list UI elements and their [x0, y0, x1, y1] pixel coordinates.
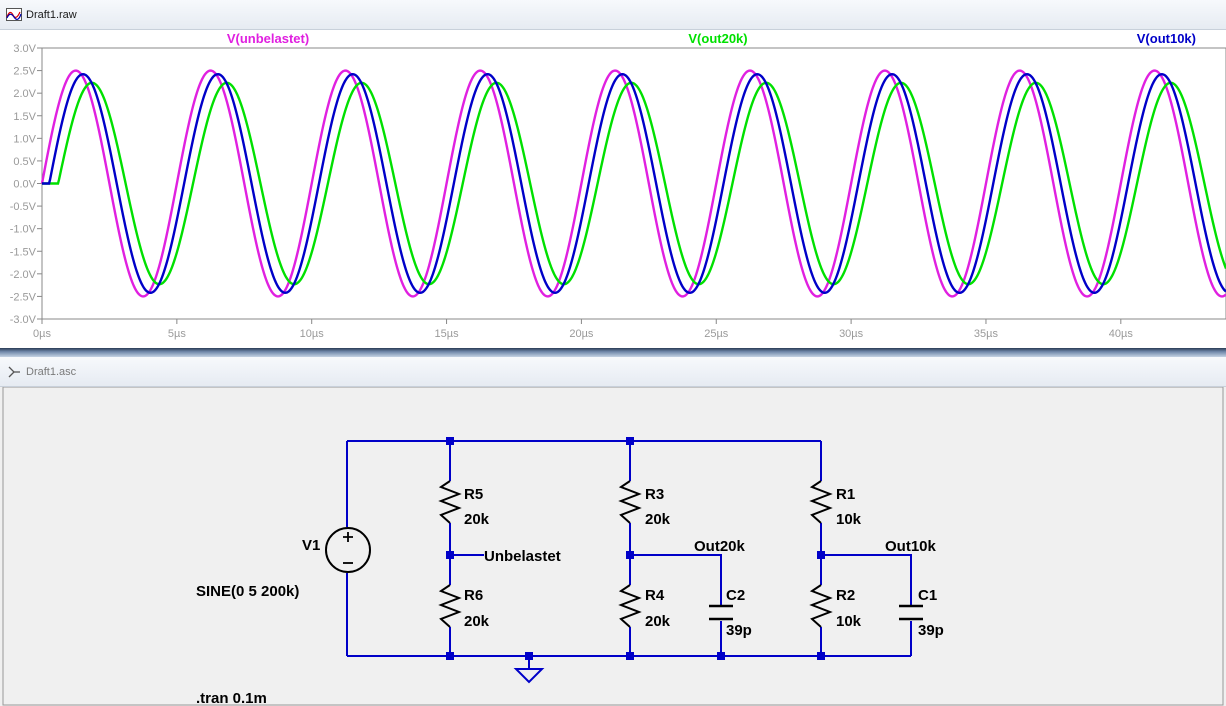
- resistor-r4[interactable]: [618, 584, 642, 628]
- x-tick-label: 10µs: [300, 328, 325, 340]
- r2-value: 10k: [836, 613, 862, 630]
- y-tick-label: -1.0V: [10, 224, 37, 236]
- x-tick-label: 35µs: [974, 328, 999, 340]
- wire-c2[interactable]: [630, 554, 722, 656]
- tran-directive[interactable]: .tran 0.1m: [196, 690, 267, 706]
- waveform-viewer-icon: [6, 8, 22, 21]
- x-tick-label: 30µs: [839, 328, 864, 340]
- resistor-r6[interactable]: [438, 584, 462, 628]
- capacitors[interactable]: [709, 604, 923, 621]
- r4-value: 20k: [645, 613, 671, 630]
- r1-value: 10k: [836, 511, 862, 528]
- legend-entry-v-out20k[interactable]: V(out20k): [688, 31, 747, 46]
- ground-icon[interactable]: [513, 668, 545, 684]
- y-tick-label: -1.5V: [10, 246, 37, 258]
- schematic-window[interactable]: Draft1.asc: [0, 357, 1226, 706]
- x-axis: 0µs 5µs 10µs 15µs 20µs 25µs 30µs 35µs 40µs: [33, 319, 1133, 340]
- junction: [626, 437, 634, 445]
- junction: [626, 652, 634, 660]
- y-tick-label: -3.0V: [10, 314, 37, 326]
- c1-value: 39p: [918, 622, 944, 639]
- x-tick-label: 25µs: [704, 328, 729, 340]
- schematic-editor-icon: [8, 366, 20, 378]
- y-tick-label: 2.5V: [13, 66, 36, 78]
- v1-name: V1: [302, 537, 320, 554]
- r3-name: R3: [645, 486, 664, 503]
- traces: [40, 69, 1226, 298]
- r6-name: R6: [464, 587, 483, 604]
- y-axis: 3.0V 2.5V 2.0V 1.5V 1.0V 0.5V 0.0V -0.5V -1.0V -1…: [10, 43, 42, 326]
- junction: [626, 551, 634, 559]
- schematic-canvas[interactable]: V1 SINE(0 5 200k) .tran 0.1m R5 20k R6 2…: [0, 387, 1226, 706]
- legend[interactable]: V(unbelastet) V(out20k) V(out10k): [227, 31, 1196, 46]
- waveform-plot[interactable]: 3.0V 2.5V 2.0V 1.5V 1.0V 0.5V 0.0V -0.5V -1.0V -1…: [0, 30, 1226, 348]
- r6-value: 20k: [464, 613, 490, 630]
- junctions: [446, 437, 825, 660]
- waveform-window-titlebar[interactable]: Draft1.raw: [0, 0, 1226, 30]
- resistor-r5[interactable]: [438, 480, 462, 524]
- y-tick-label: 1.0V: [13, 133, 36, 145]
- schematic-window-title: Draft1.asc: [26, 366, 77, 378]
- y-tick-label: -2.0V: [10, 269, 37, 281]
- r4-name: R4: [645, 587, 665, 604]
- v1-value: SINE(0 5 200k): [196, 583, 299, 600]
- junction: [446, 437, 454, 445]
- y-tick-label: 3.0V: [13, 43, 36, 55]
- r2-name: R2: [836, 587, 855, 604]
- resistor-r2[interactable]: [809, 584, 833, 628]
- trace-v-out10k[interactable]: [42, 72, 1226, 295]
- c2-name: C2: [726, 587, 745, 604]
- resistor-r3[interactable]: [618, 480, 642, 524]
- c2-value: 39p: [726, 622, 752, 639]
- x-tick-label: 15µs: [435, 328, 460, 340]
- r5-value: 20k: [464, 511, 490, 528]
- waveform-window[interactable]: Draft1.raw 3.0V 2.5V 2.0V 1.5V 1.0V 0.5V 0.0V -…: [0, 0, 1226, 352]
- junction: [717, 652, 725, 660]
- net-label-out20k[interactable]: Out20k: [694, 538, 746, 555]
- x-tick-label: 20µs: [569, 328, 594, 340]
- net-label-unbelastet[interactable]: Unbelastet: [484, 548, 561, 565]
- trace-v-out20k[interactable]: [42, 81, 1226, 286]
- y-tick-label: 2.0V: [13, 88, 36, 100]
- y-tick-label: 0.5V: [13, 156, 36, 168]
- junction: [446, 652, 454, 660]
- y-tick-label: 1.5V: [13, 111, 36, 123]
- capacitor-c2[interactable]: [709, 604, 733, 621]
- y-tick-label: -2.5V: [10, 291, 37, 303]
- trace-v-unbelastet[interactable]: [40, 69, 1226, 298]
- r5-name: R5: [464, 486, 483, 503]
- resistors[interactable]: [438, 480, 833, 628]
- schematic-window-titlebar[interactable]: Draft1.asc: [0, 357, 1226, 387]
- window-separator[interactable]: [0, 348, 1226, 357]
- c1-name: C1: [918, 587, 937, 604]
- x-tick-label: 40µs: [1109, 328, 1134, 340]
- waveform-window-title: Draft1.raw: [26, 9, 77, 21]
- net-label-out10k[interactable]: Out10k: [885, 538, 937, 555]
- y-tick-label: 0.0V: [13, 179, 36, 191]
- junction: [817, 652, 825, 660]
- r1-name: R1: [836, 486, 855, 503]
- x-tick-label: 0µs: [33, 328, 51, 340]
- y-tick-label: -0.5V: [10, 201, 37, 213]
- r3-value: 20k: [645, 511, 671, 528]
- x-tick-label: 5µs: [168, 328, 186, 340]
- junction: [525, 652, 533, 660]
- legend-entry-v-unbelastet[interactable]: V(unbelastet): [227, 31, 309, 46]
- junction: [446, 551, 454, 559]
- capacitor-c1[interactable]: [899, 604, 923, 621]
- voltage-source-v1[interactable]: [325, 527, 371, 573]
- resistor-r1[interactable]: [809, 480, 833, 524]
- legend-entry-v-out10k[interactable]: V(out10k): [1137, 31, 1196, 46]
- wire-c1[interactable]: [821, 554, 912, 656]
- junction: [817, 551, 825, 559]
